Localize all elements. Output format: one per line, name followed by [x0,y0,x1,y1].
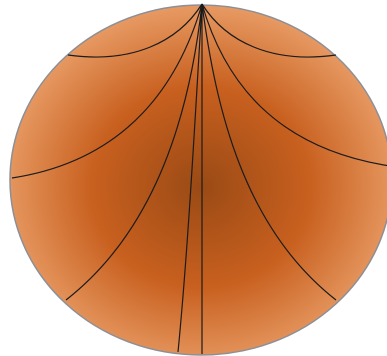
sphere-illustration [0,0,387,356]
